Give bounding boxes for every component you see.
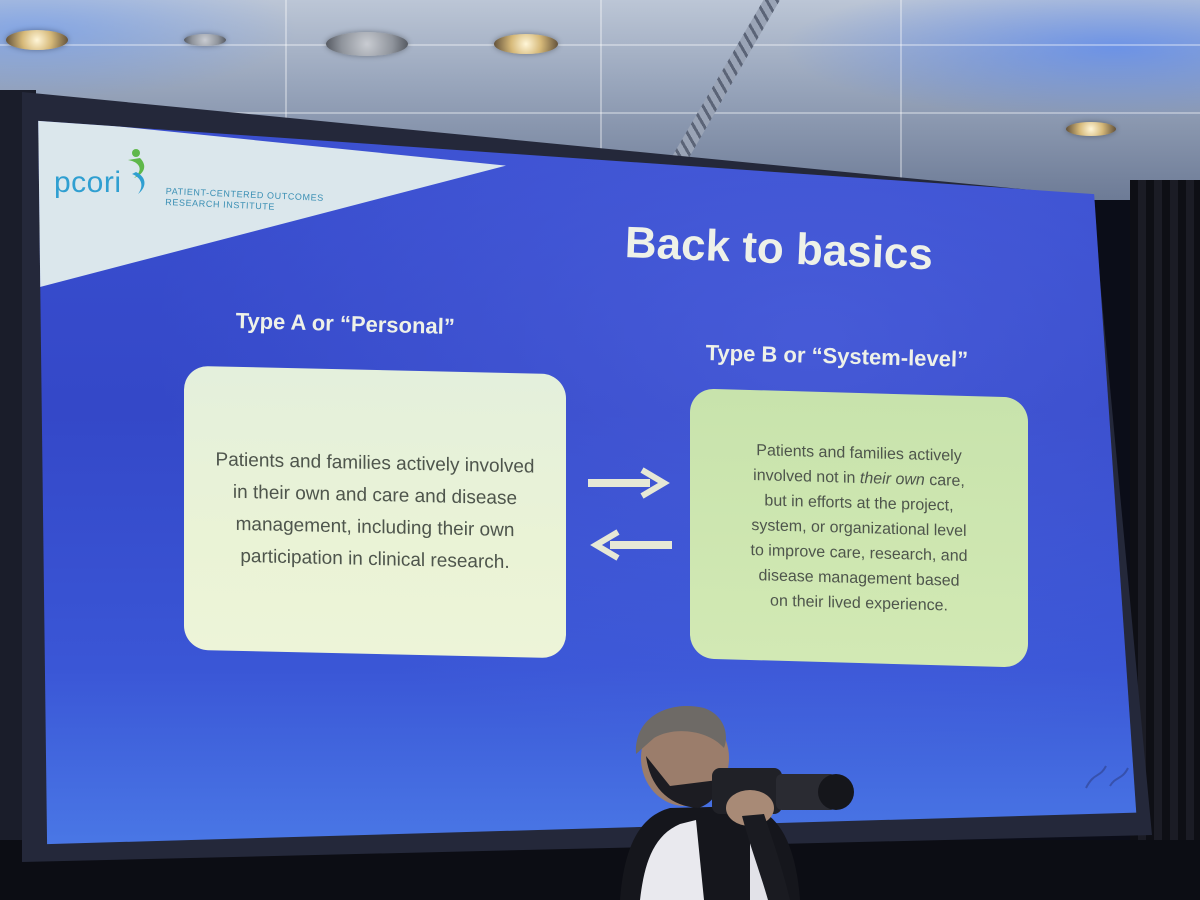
ceiling-light [184,34,226,46]
ceiling-tile-line [0,44,1200,46]
arrow-left-icon [590,529,672,561]
type-a-description: Patients and families actively involved … [215,449,535,574]
ceiling-light [326,32,408,56]
type-b-text: care, [924,471,965,490]
photographer [620,705,854,900]
logo-wordmark: pcori [54,166,122,199]
ceiling-tile-line [285,0,287,180]
ceiling-glow [780,0,1200,120]
person-figure-icon [128,149,145,194]
ceiling-glow [0,0,300,100]
ceiling-light [1066,122,1116,136]
type-b-emphasis: their own [859,469,925,489]
ceiling-tile-line [600,0,602,180]
type-b-text: involved not in [753,466,860,487]
ceiling-tile-line [900,0,902,200]
type-b-description: Patients and families actively involved … [751,437,968,618]
type-b-card: Patients and families actively involved … [690,388,1028,668]
ceiling-vent [670,0,780,160]
projection-screen: pcori PATIENT-CENTERED OUTCOMES RESEARCH… [38,120,1137,845]
arrow-right-icon [588,467,670,499]
ceiling-tile-line [0,112,1200,114]
pcori-logo: pcori PATIENT-CENTERED OUTCOMES RESEARCH… [54,148,344,212]
ceiling-light [494,34,558,54]
type-a-card: Patients and families actively involved … [184,365,566,659]
type-b-line: on their lived experience. [770,592,948,614]
screen-scuff [1085,765,1129,789]
ceiling-light [6,30,68,50]
